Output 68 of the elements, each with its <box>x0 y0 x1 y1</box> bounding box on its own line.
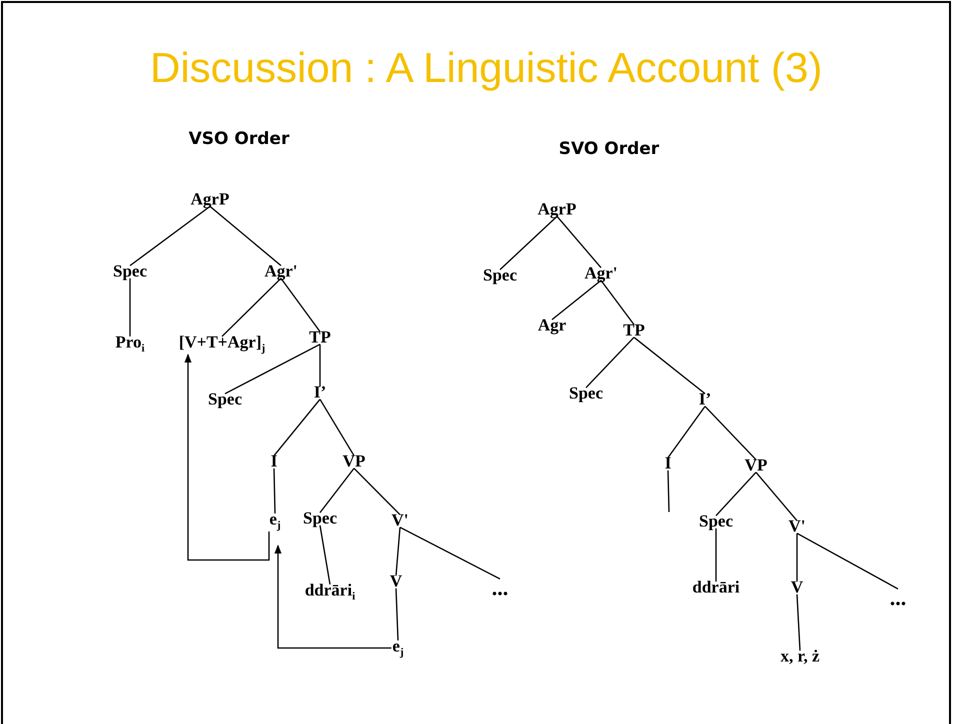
tree-node-label: I <box>664 454 672 474</box>
tree-node-label: TP <box>308 328 332 348</box>
tree-branch <box>704 406 756 460</box>
tree-node-label: Spec <box>482 266 518 286</box>
tree-branch <box>319 468 355 514</box>
tree-branch <box>500 216 558 270</box>
tree-node-label: I’ <box>698 390 712 410</box>
tree-node-label: VP <box>744 456 768 476</box>
tree-branch <box>716 472 756 516</box>
tree-branch <box>280 278 321 332</box>
tree-node-label: Agr' <box>263 262 299 282</box>
tree-branch <box>556 216 602 268</box>
tree-node-label: Spec <box>207 390 243 410</box>
tree-node-label: V' <box>390 512 410 530</box>
tree-branch <box>715 528 717 582</box>
tree-node-label: I’ <box>312 384 328 402</box>
tree-branch <box>796 533 798 582</box>
tree-node-label: ddrāri <box>691 578 741 598</box>
tree-node-label: V' <box>788 518 806 536</box>
tree-branch <box>319 344 321 387</box>
tree-branch <box>395 588 399 640</box>
tree-branch <box>273 468 276 514</box>
tree-branch <box>600 280 635 326</box>
tree-node-label: I <box>270 452 278 472</box>
tree-node-label: Pro$_{i}$ <box>114 333 146 355</box>
tree-node-label: Spec <box>698 512 734 532</box>
tree-branch <box>667 406 706 458</box>
tree-branch <box>319 525 331 585</box>
tree-branch <box>129 278 131 336</box>
tree-node-label: ... <box>490 576 510 600</box>
movement-arrow <box>274 544 392 649</box>
tree-node-label: Spec <box>302 510 338 528</box>
tree-node-label: e$_{j}$ <box>268 510 282 532</box>
tree-heading: VSO Order <box>188 129 290 149</box>
tree-node-label: V <box>388 572 404 592</box>
tree-node-label: VP <box>342 452 366 472</box>
tree-node-label: e$_{j}$ <box>391 637 405 659</box>
tree-branch <box>667 470 670 512</box>
tree-branch <box>400 526 500 580</box>
tree-node-label: AgrP <box>190 190 230 210</box>
tree-node-label: Agr' <box>583 264 619 284</box>
tree-node-label: TP <box>622 322 646 340</box>
tree-branch <box>552 280 602 320</box>
tree-branch <box>224 344 320 394</box>
tree-node-label: AgrP <box>536 200 578 220</box>
tree-heading: SVO Order <box>558 139 660 159</box>
tree-branch <box>274 398 320 456</box>
slide-title: Discussion : A Linguistic Account (3) <box>150 44 822 92</box>
tree-branch <box>222 278 282 337</box>
tree-node-label: x, r, ż <box>779 648 821 666</box>
tree-branch <box>354 468 400 516</box>
tree-node-label: Spec <box>112 262 148 282</box>
movement-arrow <box>184 354 270 561</box>
tree-branch <box>586 336 634 388</box>
tree-branch <box>395 527 401 576</box>
tree-node-label: [V+T+Agr]$_{j}$ <box>178 333 266 355</box>
tree-branch <box>130 206 210 266</box>
tree-branch <box>796 532 898 590</box>
tree-branch <box>319 399 355 456</box>
tree-node-label: ddrāri$_{i}$ <box>304 581 356 603</box>
tree-branch <box>210 206 282 266</box>
tree-node-label: Agr <box>536 316 568 336</box>
tree-node-label: ... <box>888 586 908 610</box>
tree-branch <box>796 594 801 651</box>
tree-branch <box>756 472 798 522</box>
tree-node-label: V <box>790 578 804 598</box>
tree-node-label: Spec <box>568 384 604 404</box>
tree-branch <box>634 336 706 394</box>
